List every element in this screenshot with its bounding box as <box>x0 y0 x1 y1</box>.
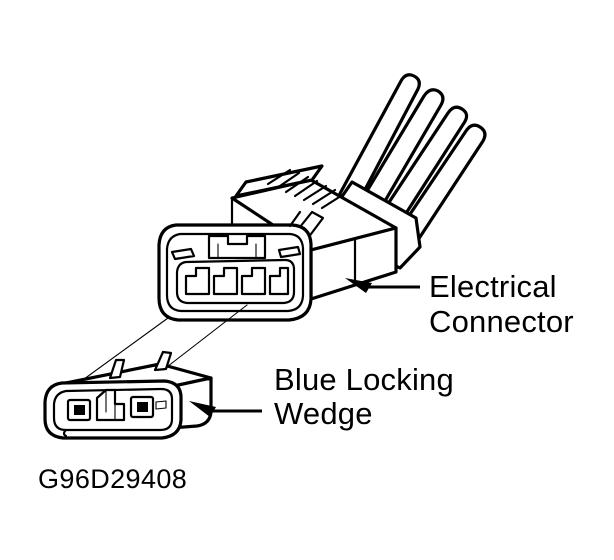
wedge-tab-1 <box>108 358 126 380</box>
connector-cavity-opening <box>175 258 296 305</box>
connector-right-lug <box>277 245 302 259</box>
terminal-cavity-4 <box>268 266 290 296</box>
wedge-tab-2 <box>153 350 173 372</box>
wire-2 <box>350 88 445 227</box>
wedge-front-inner <box>52 387 174 432</box>
wedge-window-right <box>129 395 155 419</box>
connector-left-lug <box>170 247 196 261</box>
blue-locking-wedge-arrowhead <box>189 401 216 417</box>
wedge-right-notch <box>155 400 167 410</box>
electrical-connector-arrowhead <box>345 278 372 293</box>
connector-latch-fins <box>266 168 346 210</box>
connector-top-notch <box>294 210 325 240</box>
wedge-window-left-core <box>74 405 85 415</box>
connector-front-bezel-inner <box>165 232 305 313</box>
wedge-body <box>43 350 213 440</box>
assembly-alignment-lines <box>79 304 248 383</box>
electrical-connector-label-line2: Connector <box>429 304 574 339</box>
connector-terminal-cavities <box>184 266 290 296</box>
electrical-connector-label-line1: Electrical <box>429 269 557 304</box>
wedge-window-left <box>66 398 92 422</box>
blue-locking-wedge-label-line1: Blue Locking <box>274 362 454 397</box>
connector-key-block <box>207 234 267 260</box>
wire-3 <box>374 105 469 234</box>
wedge-window-right-core <box>137 402 148 412</box>
connector-body <box>157 164 422 322</box>
connector-top-ridge <box>234 164 324 198</box>
callout-electrical-connector: Electrical Connector <box>345 269 574 339</box>
wire-4 <box>396 123 487 245</box>
alignment-line-right <box>162 304 248 371</box>
terminal-cavity-1 <box>184 266 211 296</box>
blue-locking-wedge-label-line2: Wedge <box>274 396 373 431</box>
figure-caption: G96D29408 <box>38 464 187 494</box>
wedge-bottom-rim <box>62 428 68 438</box>
terminal-cavity-3 <box>240 266 267 296</box>
wedge-center-rib <box>95 388 126 422</box>
connector-top-seam <box>309 226 398 252</box>
alignment-line-left <box>79 317 169 383</box>
terminal-cavity-2 <box>212 266 239 296</box>
callout-blue-locking-wedge: Blue Locking Wedge <box>189 362 454 431</box>
